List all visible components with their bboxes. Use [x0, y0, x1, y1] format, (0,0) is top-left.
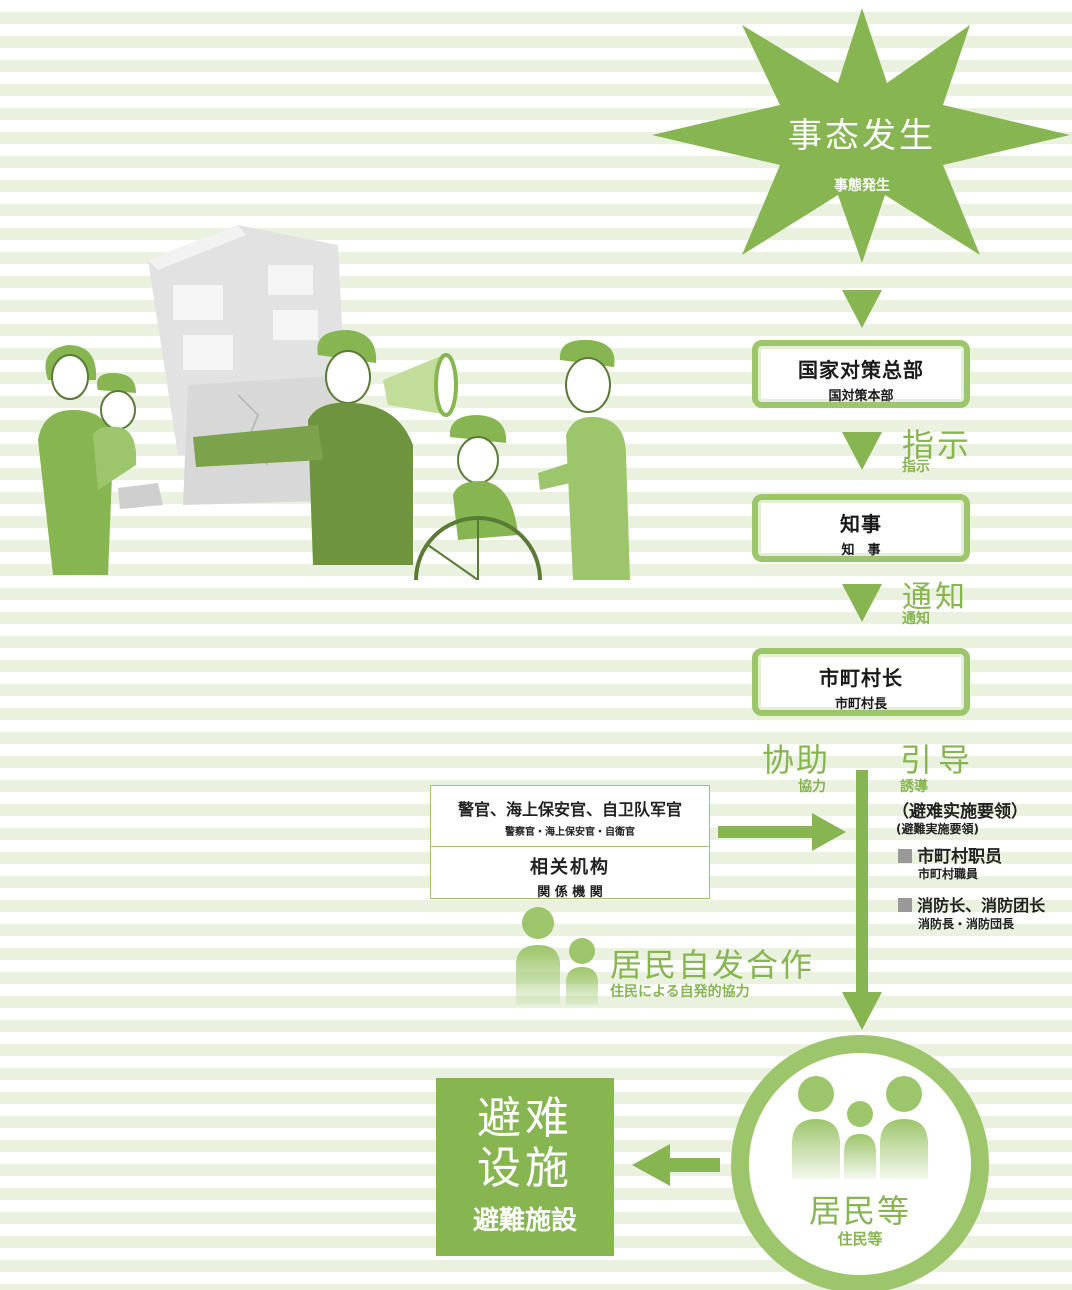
officer-figure: [193, 330, 458, 565]
hq-title: 国家对策总部: [798, 358, 924, 382]
arrow-right-icon: [812, 813, 846, 851]
guide-item-sub: 消防長・消防団長: [918, 917, 1015, 931]
arrow-down-icon: [842, 584, 882, 622]
arrow-left-icon: [632, 1144, 670, 1186]
guide-sub: 誘導: [900, 779, 928, 795]
guide-item: 市町村职员: [898, 842, 1002, 867]
residents-title: 居民等: [808, 1192, 911, 1230]
arrow-down-icon: [842, 992, 882, 1030]
shelter-subtitle: 避難施設: [472, 1206, 577, 1236]
mayor-title: 市町村长: [819, 666, 903, 690]
arrow-down-icon: [842, 432, 882, 470]
wheelchair-figure: [414, 415, 542, 580]
hq-box: 国家对策总部 国対策本部: [752, 340, 970, 408]
arrow-down-icon: [842, 290, 882, 328]
mayor-box: 市町村长 市町村長: [752, 648, 970, 716]
residents-circle: [731, 1035, 989, 1290]
volunteer-title: 居民自发合作: [610, 946, 815, 984]
evacuation-illustration: [38, 225, 630, 580]
shelter-line2: 设施: [477, 1143, 573, 1194]
flow-line: [718, 826, 814, 838]
officers-sub: 警察官・海上保安官・自衛官: [505, 827, 635, 838]
governor-box: 知事 知 事: [752, 494, 970, 562]
guide-plan-sub: (避難実施要領): [896, 822, 979, 836]
guide-item: 消防长、消防团长: [898, 892, 1045, 916]
agencies-box: 警官、海上保安官、自卫队军官 警察官・海上保安官・自衛官 相关机构 関 係 機 …: [430, 785, 710, 900]
people-icon: [516, 907, 598, 1005]
guide-item-sub: 市町村職員: [918, 867, 979, 881]
helper-figure: [538, 339, 630, 580]
residents-subtitle: 住民等: [837, 1230, 883, 1248]
guide-item-title: 消防长、消防团长: [917, 896, 1046, 915]
assist-label: 协助: [762, 741, 831, 779]
event-starburst: [652, 8, 1070, 263]
divider: [431, 846, 709, 847]
instruct-label: 指示: [902, 426, 973, 464]
guide-item-title: 市町村职员: [917, 847, 1003, 867]
bullet-square-icon: [898, 849, 912, 863]
instruct-sub: 指示: [902, 459, 930, 475]
governor-subtitle: 知 事: [841, 543, 881, 558]
event-title: 事态发生: [788, 116, 936, 156]
event-subtitle: 事態発生: [834, 178, 890, 194]
mayor-subtitle: 市町村長: [834, 697, 887, 712]
mother-child-figure: [38, 345, 137, 575]
guide-plan: （避难实施要领）: [892, 802, 1028, 822]
assist-sub: 協力: [798, 779, 826, 795]
bullet-square-icon: [898, 898, 912, 912]
hq-subtitle: 国対策本部: [828, 389, 894, 404]
guide-label: 引导: [900, 741, 977, 779]
officers-label: 警官、海上保安官、自卫队军官: [457, 800, 682, 819]
shelter-line1: 避难: [477, 1093, 573, 1144]
volunteer-subtitle: 住民による自発的協力: [610, 984, 750, 1000]
flow-line: [668, 1158, 720, 1172]
flow-line: [856, 770, 868, 995]
shelter-box: 避难 设施 避難施設: [436, 1078, 614, 1256]
governor-title: 知事: [840, 512, 882, 536]
related-sub: 関 係 機 関: [537, 885, 603, 900]
related-label: 相关机构: [530, 857, 610, 878]
notify-sub: 通知: [902, 611, 930, 627]
notify-label: 通知: [902, 580, 968, 615]
